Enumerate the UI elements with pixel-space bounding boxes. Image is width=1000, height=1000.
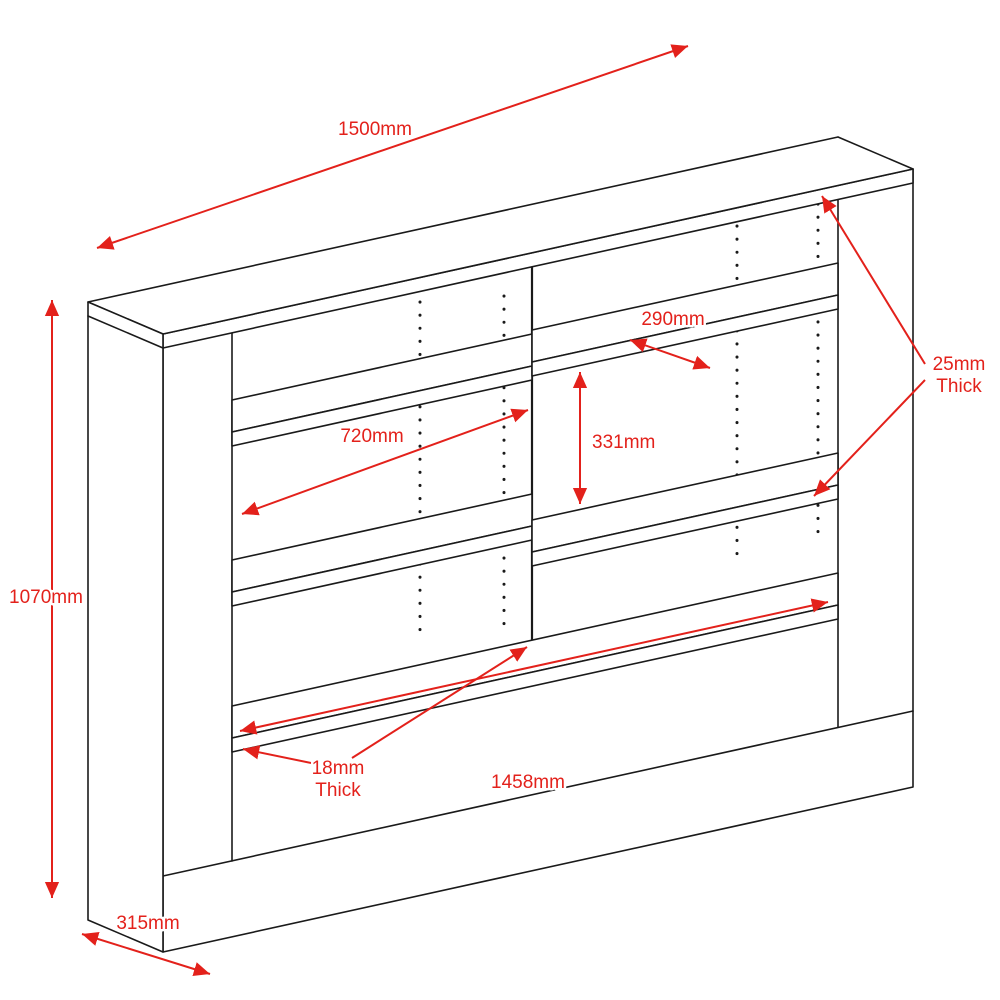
dim-overall-depth-arrow bbox=[81, 931, 211, 977]
dim-divider-thickness-label-line2: Thick bbox=[315, 780, 361, 801]
dim-panel-thickness-leader-shelf bbox=[813, 379, 926, 497]
dim-shelf-depth-arrow bbox=[629, 338, 711, 370]
dim-left-opening-width-label: 720mm bbox=[340, 426, 403, 447]
top-panel-left-edge bbox=[87, 315, 164, 349]
shelf-front-edge bbox=[531, 294, 839, 377]
cabinet-outline bbox=[87, 136, 914, 953]
pin-holes bbox=[418, 202, 820, 640]
dim-overall-width-label: 1500mm bbox=[338, 119, 412, 140]
dim-overall-depth-label: 315mm bbox=[116, 913, 179, 934]
shelf-right-1 bbox=[531, 262, 839, 377]
dim-divider-thickness-label-line1: 18mm bbox=[312, 758, 365, 779]
dim-panel-thickness-label-line2: Thick bbox=[936, 376, 982, 397]
dim-overall-height-label: 1070mm bbox=[9, 587, 83, 608]
dim-panel-thickness-label-line1: 25mm bbox=[933, 354, 986, 375]
bottom-rail-edge bbox=[162, 710, 914, 877]
dim-divider-thickness-leader-divider bbox=[351, 646, 528, 759]
dim-internal-width-label: 1458mm bbox=[491, 772, 565, 793]
dim-left-opening-width-arrow bbox=[241, 408, 529, 516]
dimension-annotations: 1500mm 1070mm 315mm 720mm 290mm 331mm 14… bbox=[7, 44, 988, 977]
dim-divider-thickness-leader-bottom bbox=[242, 745, 317, 765]
shelf-right-2 bbox=[531, 452, 839, 567]
dim-internal-width-arrow bbox=[239, 598, 829, 735]
dim-panel-thickness-leader-top bbox=[821, 195, 926, 365]
dim-shelf-gap-label: 331mm bbox=[592, 432, 655, 453]
left-side-panel bbox=[87, 301, 164, 953]
dim-shelf-depth-label: 290mm bbox=[641, 309, 704, 330]
dim-overall-width-arrow bbox=[96, 44, 689, 250]
shelf-front-edge bbox=[531, 484, 839, 567]
